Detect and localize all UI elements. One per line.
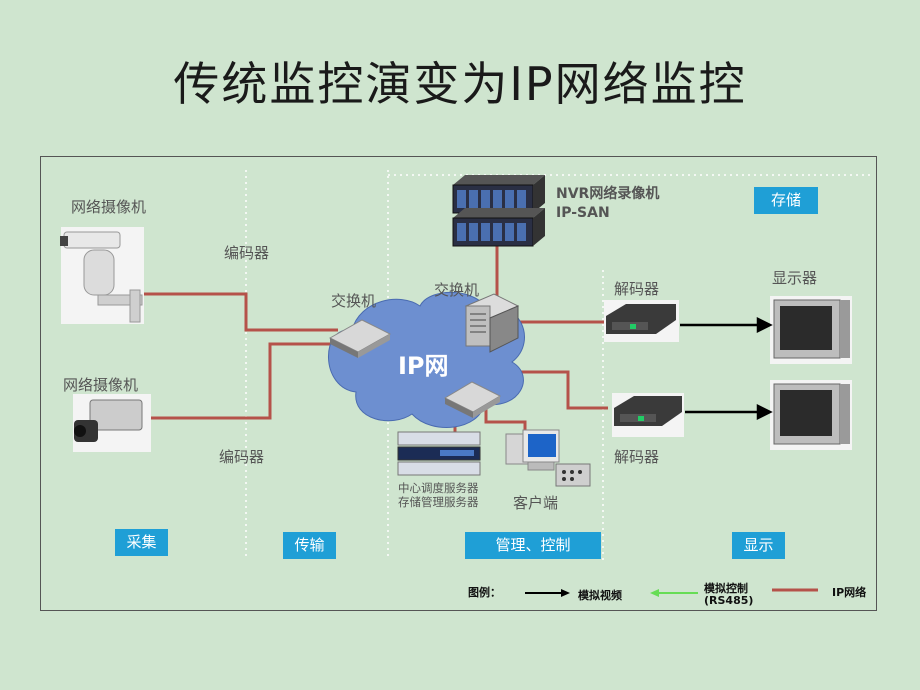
label-decoder-2: 解码器 (614, 448, 660, 466)
nvr-recorder-icon (452, 175, 545, 214)
arrowhead-bottom-icon (756, 403, 773, 421)
label-server-2: 存储管理服务器 (398, 495, 479, 509)
tag-capture: 采集 (115, 529, 168, 556)
legend-swatches (525, 588, 818, 597)
ptz-camera-icon (60, 227, 144, 324)
monitor-bottom-icon (770, 380, 852, 450)
diagram-frame (40, 156, 877, 611)
legend-ip-network: IP网络 (832, 586, 867, 599)
decoder-bottom-icon (612, 393, 684, 437)
label-nvr: NVR网络录像机 (556, 186, 660, 202)
label-camera-2: 网络摄像机 (63, 376, 139, 394)
label-client: 客户端 (513, 494, 559, 512)
arrowhead-top-icon (756, 316, 773, 334)
legend-analog-control-protocol: (RS485) (704, 594, 754, 607)
switch-management-icon (443, 381, 502, 418)
legend-title: 图例： (468, 586, 501, 599)
label-ip-network: IP网 (398, 352, 449, 380)
ip-line-camera1 (128, 292, 338, 332)
label-encoder-2: 编码器 (219, 448, 265, 466)
tag-management: 管理、控制 (465, 532, 601, 559)
client-workstation-icon (505, 429, 591, 487)
legend-analog-video: 模拟视频 (578, 589, 622, 602)
label-server-1: 中心调度服务器 (398, 481, 479, 495)
label-display: 显示器 (772, 269, 818, 287)
label-encoder-1: 编码器 (224, 244, 270, 262)
ip-line-camera2 (150, 342, 332, 420)
switch-core-icon (464, 293, 520, 353)
page-title: 传统监控演变为IP网络监控 (173, 57, 747, 111)
tag-storage: 存储 (754, 187, 818, 214)
label-switch-1: 交换机 (331, 292, 377, 310)
tag-transfer: 传输 (283, 532, 336, 559)
ip-line-client (484, 408, 527, 432)
server-icon (397, 431, 481, 476)
legend-analog-control: 模拟控制 (704, 582, 748, 595)
box-camera-icon (73, 394, 151, 452)
label-switch-2: 交换机 (434, 281, 480, 299)
tag-display: 显示 (732, 532, 785, 559)
ip-line-decoder2 (518, 370, 608, 410)
label-ipsan: IP-SAN (556, 205, 610, 221)
monitor-top-icon (770, 296, 852, 364)
decoder-top-icon (604, 300, 679, 342)
switch-left-icon (328, 319, 392, 358)
label-camera-1: 网络摄像机 (71, 198, 147, 216)
ipsan-storage-icon (452, 208, 545, 247)
label-decoder-1: 解码器 (614, 280, 660, 298)
